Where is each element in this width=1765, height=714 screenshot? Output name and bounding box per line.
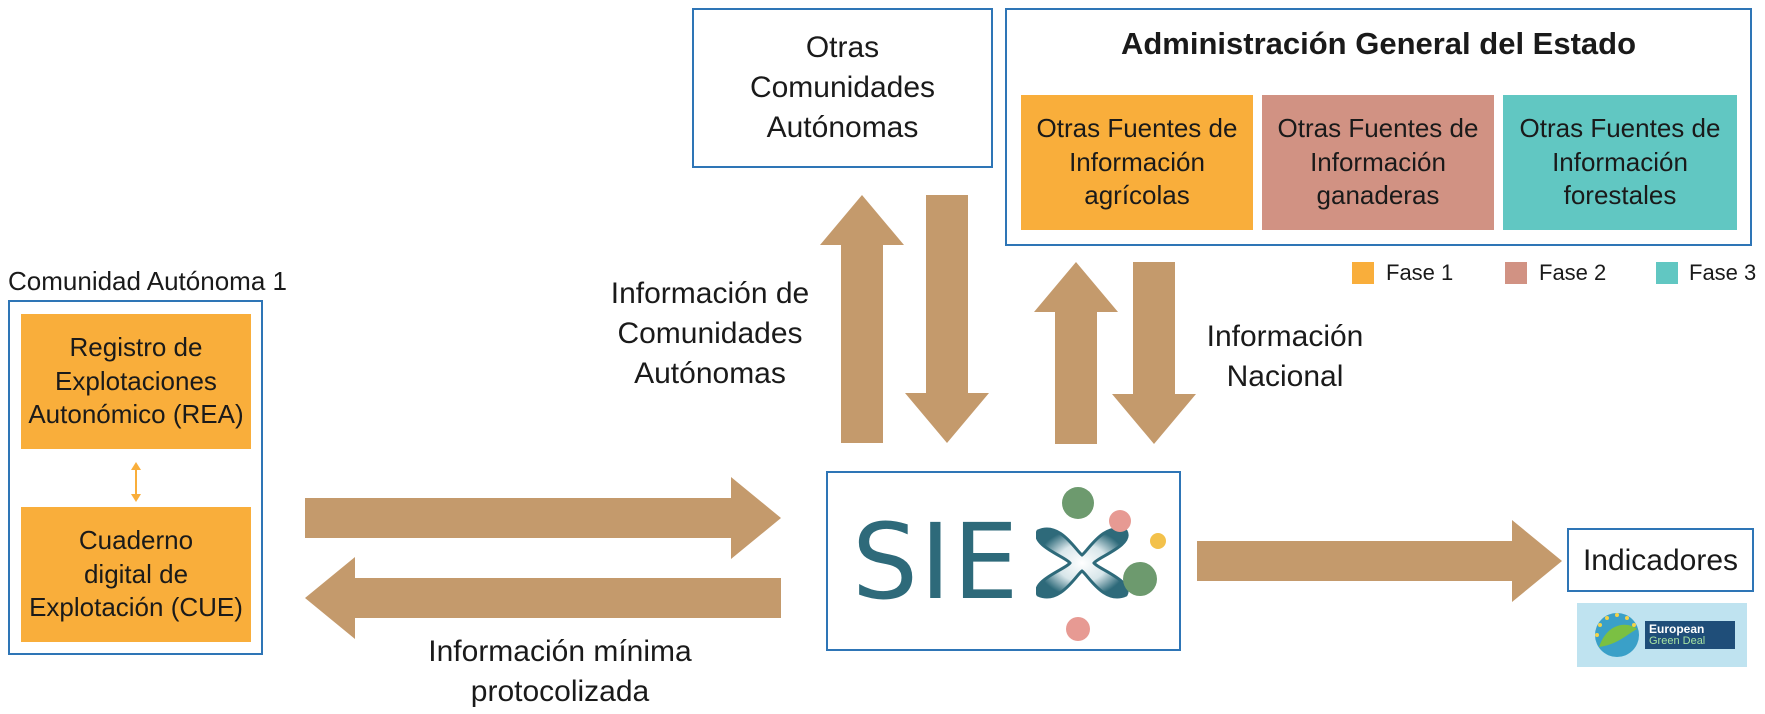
legend-swatch-fase1 xyxy=(1352,262,1374,284)
legend-swatch-fase3 xyxy=(1656,262,1678,284)
legend-label-fase2: Fase 2 xyxy=(1539,260,1607,285)
indicadores-box: Indicadores xyxy=(1567,528,1754,592)
label-info-ccaa: Información de Comunidades Autónomas xyxy=(610,277,810,390)
siex-x-icon xyxy=(1036,481,1176,646)
comunidad-title: Comunidad Autónoma 1 xyxy=(8,266,287,296)
double-arrow-icon xyxy=(128,462,144,502)
arrow-right-to-siex xyxy=(305,477,781,559)
rea-box: Registro de Explotaciones Autonómico (RE… xyxy=(21,314,251,449)
green-deal-logo: European Green Deal xyxy=(1577,603,1747,667)
legend-swatch-fase2 xyxy=(1505,262,1527,284)
otras-comunidades-box: Otras Comunidades Autónomas xyxy=(692,8,993,168)
source-agricolas: Otras Fuentes de Información agrícolas xyxy=(1021,95,1253,230)
source-ganaderas: Otras Fuentes de Información ganaderas xyxy=(1262,95,1494,230)
otras-comunidades-label: Otras Comunidades Autónomas xyxy=(749,31,936,144)
arrow-up-administracion xyxy=(1034,262,1118,444)
legend-label-fase3: Fase 3 xyxy=(1689,260,1757,285)
cue-box: Cuaderno digital de Explotación (CUE) xyxy=(21,507,251,642)
label-info-minima: Información mínima protocolizada xyxy=(428,635,692,708)
label-info-nacional: Información Nacional xyxy=(1206,320,1364,393)
arrow-down-otras-ccaa xyxy=(905,195,989,443)
source-forestales: Otras Fuentes de Información forestales xyxy=(1503,95,1737,230)
siex-box: SIE xyxy=(826,471,1181,651)
siex-logo-text: SIE xyxy=(852,501,1021,623)
arrow-down-administracion xyxy=(1112,262,1196,444)
legend-label-fase1: Fase 1 xyxy=(1386,260,1454,285)
indicadores-label: Indicadores xyxy=(1582,543,1739,577)
administracion-title: Administración General del Estado xyxy=(1120,26,1637,61)
green-deal-line1: European xyxy=(1649,622,1705,636)
arrow-right-to-indicadores xyxy=(1197,520,1562,602)
arrow-left-from-siex xyxy=(305,557,781,639)
green-deal-line2: Green Deal xyxy=(1649,635,1706,647)
arrow-up-otras-ccaa xyxy=(820,195,904,443)
